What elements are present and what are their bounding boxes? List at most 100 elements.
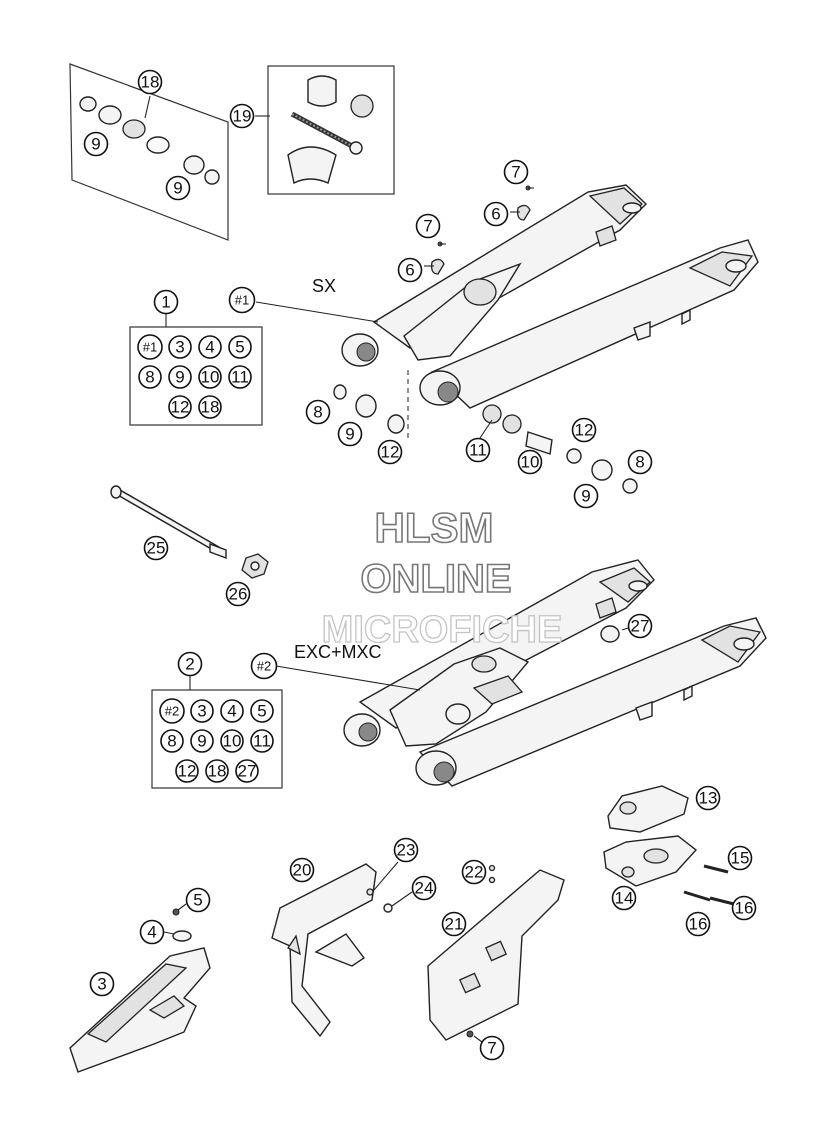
- watermark-line-2: ONLINE: [360, 557, 511, 601]
- axle-parts-insert: [255, 65, 395, 195]
- svg-text:15: 15: [731, 849, 750, 868]
- callout-10: 10: [517, 449, 543, 475]
- callout-16: 16: [731, 895, 757, 921]
- kit-item-label: 4: [205, 338, 214, 357]
- chain-guide: [603, 785, 735, 906]
- callout-6: 6: [483, 201, 509, 227]
- callout-5: 5: [185, 887, 211, 913]
- svg-text:9: 9: [173, 179, 182, 198]
- svg-text:10: 10: [521, 453, 540, 472]
- svg-text:16: 16: [689, 915, 708, 934]
- kit-item-label: #2: [165, 704, 179, 719]
- callout-23: 23: [393, 837, 419, 863]
- kit-item: 9: [190, 729, 214, 753]
- callout-9: 9: [165, 175, 191, 201]
- callout-18: 18: [137, 69, 163, 95]
- chain-slider: [69, 903, 211, 1073]
- kit-item-label: 18: [208, 762, 227, 781]
- watermark-line-1: HLSM: [375, 504, 494, 551]
- svg-text:1: 1: [161, 293, 170, 312]
- svg-text:19: 19: [233, 107, 252, 126]
- kit-item: 27: [235, 759, 259, 783]
- kit-item: 12: [175, 759, 199, 783]
- svg-text:13: 13: [699, 789, 718, 808]
- swingarm-exc: [275, 559, 767, 787]
- svg-text:27: 27: [631, 617, 650, 636]
- kit-item: 3: [190, 699, 214, 723]
- kit-item-label: 27: [238, 762, 257, 781]
- svg-text:6: 6: [491, 205, 500, 224]
- svg-text:7: 7: [511, 163, 520, 182]
- callout-9: 9: [573, 483, 599, 509]
- kit-item: 11: [228, 365, 252, 389]
- callout-25: 25: [143, 535, 169, 561]
- svg-text:26: 26: [229, 585, 248, 604]
- callout-7: 7: [479, 1035, 505, 1061]
- kit-item-label: 3: [197, 702, 206, 721]
- svg-text:22: 22: [465, 863, 484, 882]
- callout-19: 19: [229, 103, 255, 129]
- callout-8: 8: [305, 399, 331, 425]
- callout-6: 6: [397, 257, 423, 283]
- callout-27: 27: [627, 613, 653, 639]
- kit-item-label: #1: [143, 340, 157, 355]
- svg-text:8: 8: [313, 403, 322, 422]
- callout-12: 12: [377, 439, 403, 465]
- svg-text:12: 12: [381, 443, 400, 462]
- kit-item: 4: [220, 699, 244, 723]
- svg-text:23: 23: [397, 841, 416, 860]
- callout-9: 9: [337, 421, 363, 447]
- callout-15: 15: [727, 845, 753, 871]
- variant-label-sx: SX: [312, 276, 336, 296]
- svg-text:9: 9: [581, 487, 590, 506]
- svg-text:3: 3: [97, 975, 106, 994]
- sx-pivot-hardware: [333, 384, 638, 494]
- kit-item-label: 5: [257, 702, 266, 721]
- svg-text:12: 12: [575, 421, 594, 440]
- kit-item-label: 10: [201, 368, 220, 387]
- svg-text:8: 8: [635, 453, 644, 472]
- kit-item-label: 12: [171, 398, 190, 417]
- callout-7: 7: [503, 159, 529, 185]
- svg-text:#2: #2: [257, 659, 271, 674]
- callout-9: 9: [83, 131, 109, 157]
- kit-item-label: 3: [175, 338, 184, 357]
- svg-text:20: 20: [293, 861, 312, 880]
- kit-item: 11: [250, 729, 274, 753]
- kit-item: 10: [220, 729, 244, 753]
- svg-text:25: 25: [147, 539, 166, 558]
- watermark-line-3: MICROFICHE: [322, 609, 563, 651]
- bearing-set-insert: [69, 63, 229, 241]
- kit-item: 5: [250, 699, 274, 723]
- kit-item: 5: [228, 335, 252, 359]
- kit-item: 4: [198, 335, 222, 359]
- callout-ref-2: #2: [250, 652, 278, 680]
- swingarm-sx: [255, 184, 759, 440]
- callout-3: 3: [89, 971, 115, 997]
- kit-item: 10: [198, 365, 222, 389]
- svg-text:6: 6: [405, 261, 414, 280]
- kit-item: 9: [168, 365, 192, 389]
- svg-text:9: 9: [345, 425, 354, 444]
- kit-item-label: 10: [223, 732, 242, 751]
- callout-1: 1: [153, 289, 179, 315]
- svg-text:16: 16: [735, 899, 754, 918]
- svg-text:2: 2: [185, 655, 194, 674]
- svg-text:14: 14: [615, 889, 634, 908]
- variant-label-exc: EXC+MXC: [294, 642, 382, 662]
- svg-text:7: 7: [487, 1039, 496, 1058]
- callout-ref-1: #1: [228, 286, 256, 314]
- callout-24: 24: [411, 875, 437, 901]
- kit-item-label: 9: [197, 732, 206, 751]
- svg-text:9: 9: [91, 135, 100, 154]
- kit-item: 18: [198, 395, 222, 419]
- kit-item: #1: [137, 334, 163, 360]
- kit-item: 8: [160, 729, 184, 753]
- callout-7: 7: [415, 213, 441, 239]
- kit-item-label: 8: [145, 368, 154, 387]
- pivot-axle: [110, 485, 269, 579]
- callout-8: 8: [627, 449, 653, 475]
